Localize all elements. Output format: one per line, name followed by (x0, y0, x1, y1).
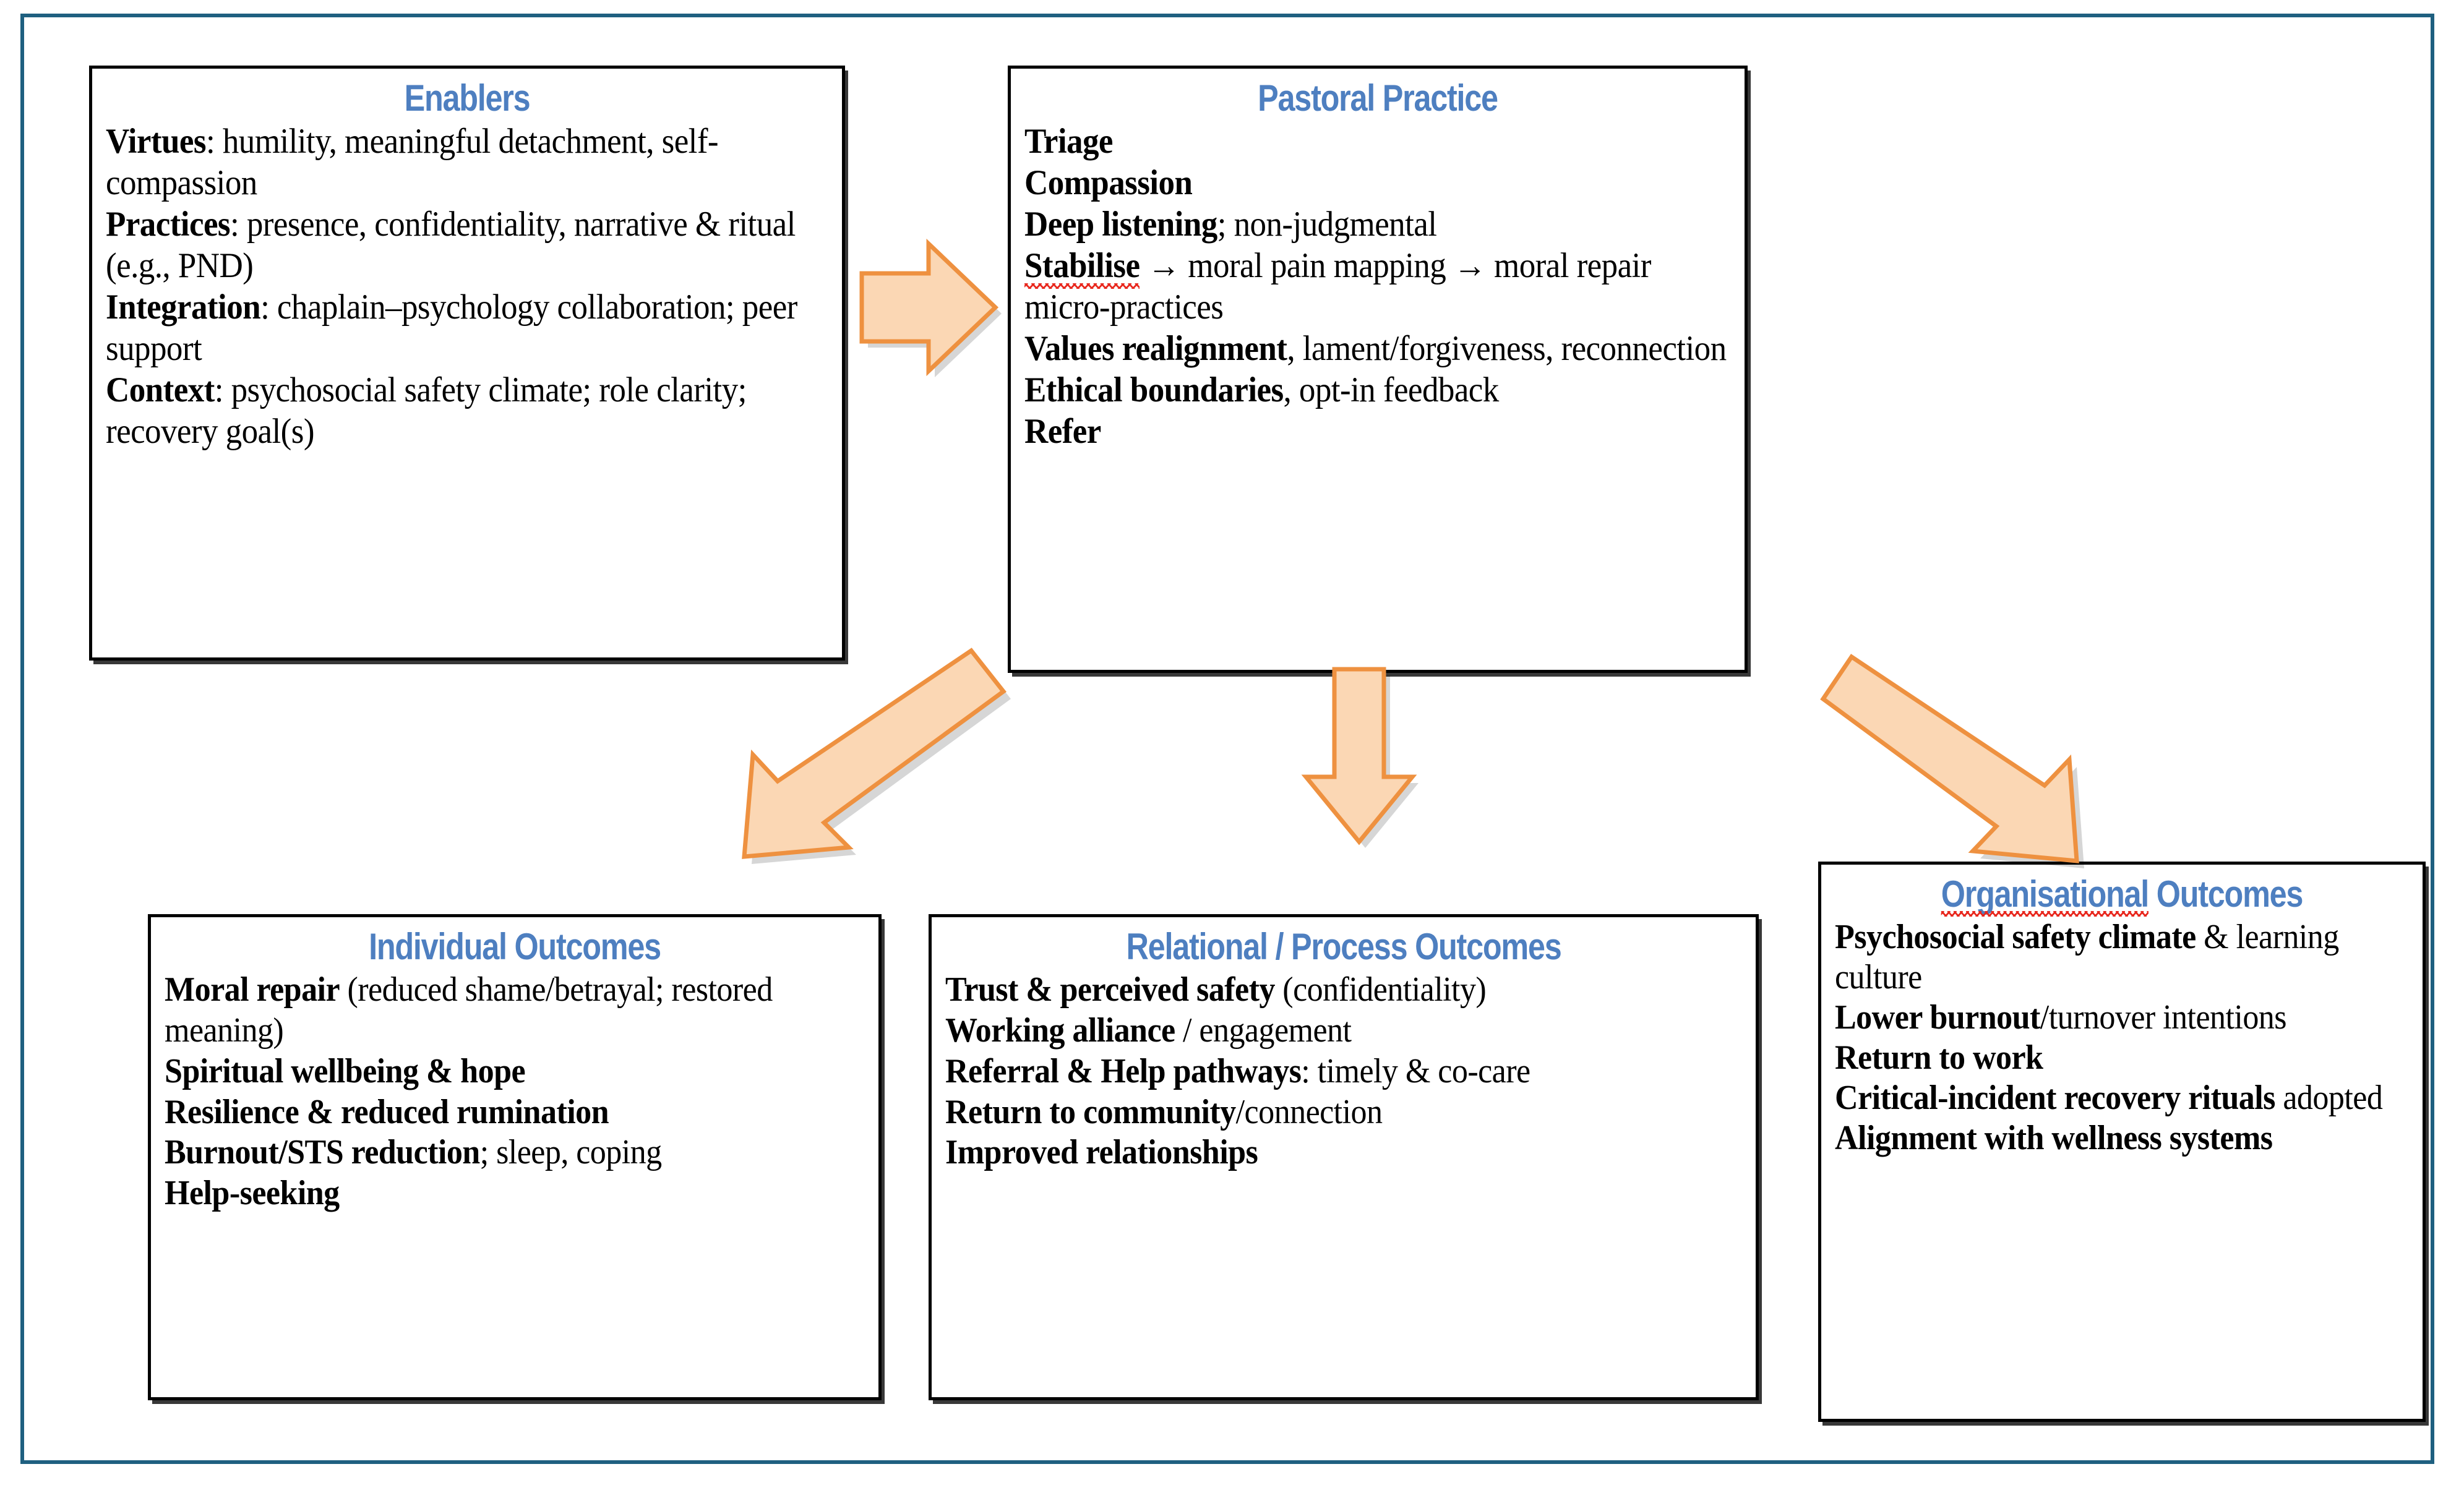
line-lead-in: Moral repair (165, 970, 340, 1009)
box-individual-outcomes: Individual Outcomes Moral repair (reduce… (148, 914, 882, 1400)
line-rest: (reduced shame/betrayal; restored meanin… (165, 970, 773, 1050)
arrow-down-left-icon-pastoral-to-individual (722, 637, 1013, 879)
text-line: Values realignment, lament/forgiveness, … (1024, 328, 1731, 370)
line-lead-in: Return to community (945, 1092, 1236, 1131)
box-organisational-outcomes-title: Organisational Outcomes (1881, 873, 2363, 917)
line-lead-in: Referral & Help pathways (945, 1051, 1302, 1090)
line-rest: (confidentiality) (1274, 970, 1487, 1009)
line-lead-in: Spiritual wellbeing & hope (165, 1051, 526, 1090)
line-lead-in: Improved relationships (945, 1133, 1258, 1172)
text-line: Return to community/connection (945, 1092, 1742, 1133)
line-lead-in: Integration (106, 288, 261, 327)
spellcheck-squiggle: Stabilise (1024, 246, 1140, 289)
box-organisational-outcomes-title-rest: Outcomes (2148, 873, 2304, 915)
line-lead-in: Virtues (106, 122, 207, 161)
line-lead-in: Burnout/STS reduction (165, 1133, 480, 1172)
text-line: Referral & Help pathways: timely & co-ca… (945, 1051, 1742, 1092)
text-line: Burnout/STS reduction; sleep, coping (165, 1132, 865, 1173)
line-lead-in: Psychosocial safety climate (1835, 918, 2196, 957)
box-individual-outcomes-title: Individual Outcomes (369, 926, 661, 967)
box-enablers-title: Enablers (404, 77, 531, 119)
text-line: Psychosocial safety climate & learning c… (1835, 917, 2409, 998)
box-enablers: Enablers Virtues: humility, meaningful d… (89, 66, 845, 661)
line-lead-in: Return to work (1835, 1038, 2043, 1077)
text-line: Working alliance / engagement (945, 1011, 1742, 1051)
arrow-right-icon-enablers-to-pastoral (847, 235, 1026, 377)
text-line: Ethical boundaries, opt-in feedback (1024, 370, 1731, 411)
line-lead-in: Help-seeking (165, 1174, 340, 1213)
spellcheck-squiggle-organisational: Organisational (1941, 873, 2149, 917)
line-lead-in: Triage (1024, 122, 1113, 161)
diagram-outer-frame: Enablers Virtues: humility, meaningful d… (20, 14, 2434, 1464)
line-lead-in: Lower burnout (1835, 998, 2040, 1037)
line-rest: , lament/forgiveness, reconnection (1287, 329, 1727, 369)
text-line: Practices: presence, confidentiality, na… (106, 204, 828, 287)
text-line: Refer (1024, 411, 1731, 453)
line-lead-in: Working alliance (945, 1011, 1175, 1050)
line-lead-in: Compassion (1024, 163, 1193, 203)
line-rest: / engagement (1175, 1011, 1352, 1050)
box-relational-process-outcomes-title: Relational / Process Outcomes (1126, 926, 1562, 967)
text-line: Return to work (1835, 1038, 2409, 1078)
line-lead-in: Critical-incident recovery rituals (1835, 1079, 2275, 1117)
arrow-down-icon-pastoral-to-relational (1297, 659, 1452, 857)
line-lead-in: Trust & perceived safety (945, 970, 1275, 1009)
line-lead-in: Resilience & reduced rumination (165, 1092, 609, 1131)
text-line: Lower burnout/turnover intentions (1835, 998, 2409, 1038)
text-line: Improved relationships (945, 1132, 1742, 1173)
line-rest: : timely & co-care (1301, 1051, 1530, 1090)
line-rest: /turnover intentions (2040, 998, 2287, 1037)
line-lead-in: Ethical boundaries (1024, 370, 1284, 409)
line-rest: → moral pain mapping → moral repair micr… (1024, 246, 1651, 327)
text-line: Alignment with wellness systems (1835, 1118, 2409, 1158)
box-organisational-outcomes: Organisational Outcomes Psychosocial saf… (1818, 862, 2426, 1422)
text-line: Moral repair (reduced shame/betrayal; re… (165, 970, 865, 1051)
line-lead-in: Values realignment (1024, 329, 1287, 369)
line-rest: : psychosocial safety climate; role clar… (106, 370, 747, 451)
line-rest: /connection (1235, 1092, 1383, 1131)
box-enablers-lines: Virtues: humility, meaningful detachment… (106, 121, 828, 453)
line-lead-in: Context (106, 370, 215, 409)
line-rest: : presence, confidentiality, narrative &… (106, 205, 796, 286)
box-relational-process-outcomes-lines: Trust & perceived safety (confidentialit… (945, 970, 1742, 1173)
text-line: Spiritual wellbeing & hope (165, 1051, 865, 1092)
text-line: Resilience & reduced rumination (165, 1092, 865, 1133)
box-relational-process-outcomes: Relational / Process Outcomes Trust & pe… (929, 914, 1759, 1400)
text-line: Help-seeking (165, 1173, 865, 1214)
line-rest: ; non-judgmental (1217, 205, 1437, 244)
arrow-down-right-icon-pastoral-to-organisational (1817, 643, 2108, 873)
line-rest: & learning culture (1835, 918, 2339, 997)
text-line: Compassion (1024, 163, 1731, 204)
line-rest: , opt-in feedback (1283, 370, 1500, 409)
text-line: Critical-incident recovery rituals adopt… (1835, 1078, 2409, 1118)
line-lead-in: Deep listening (1024, 205, 1217, 244)
text-line: Triage (1024, 121, 1731, 163)
text-line: Trust & perceived safety (confidentialit… (945, 970, 1742, 1011)
line-lead-in: Stabilise (1024, 246, 1140, 289)
line-rest: adopted (2275, 1079, 2383, 1117)
line-rest: ; sleep, coping (479, 1133, 662, 1172)
line-rest: : chaplain–psychology collaboration; pee… (106, 288, 797, 369)
line-lead-in: Alignment with wellness systems (1835, 1118, 2273, 1157)
text-line: Stabilise → moral pain mapping → moral r… (1024, 246, 1731, 328)
line-lead-in: Refer (1024, 411, 1101, 451)
box-organisational-outcomes-lines: Psychosocial safety climate & learning c… (1835, 917, 2409, 1158)
line-lead-in: Practices (106, 205, 231, 244)
box-pastoral-practice-title: Pastoral Practice (1258, 77, 1498, 119)
text-line: Integration: chaplain–psychology collabo… (106, 287, 828, 370)
text-line: Context: psychosocial safety climate; ro… (106, 370, 828, 453)
text-line: Deep listening; non-judgmental (1024, 204, 1731, 246)
box-individual-outcomes-lines: Moral repair (reduced shame/betrayal; re… (165, 970, 865, 1214)
line-rest: : humility, meaningful detachment, self-… (106, 122, 719, 203)
text-line: Virtues: humility, meaningful detachment… (106, 121, 828, 204)
